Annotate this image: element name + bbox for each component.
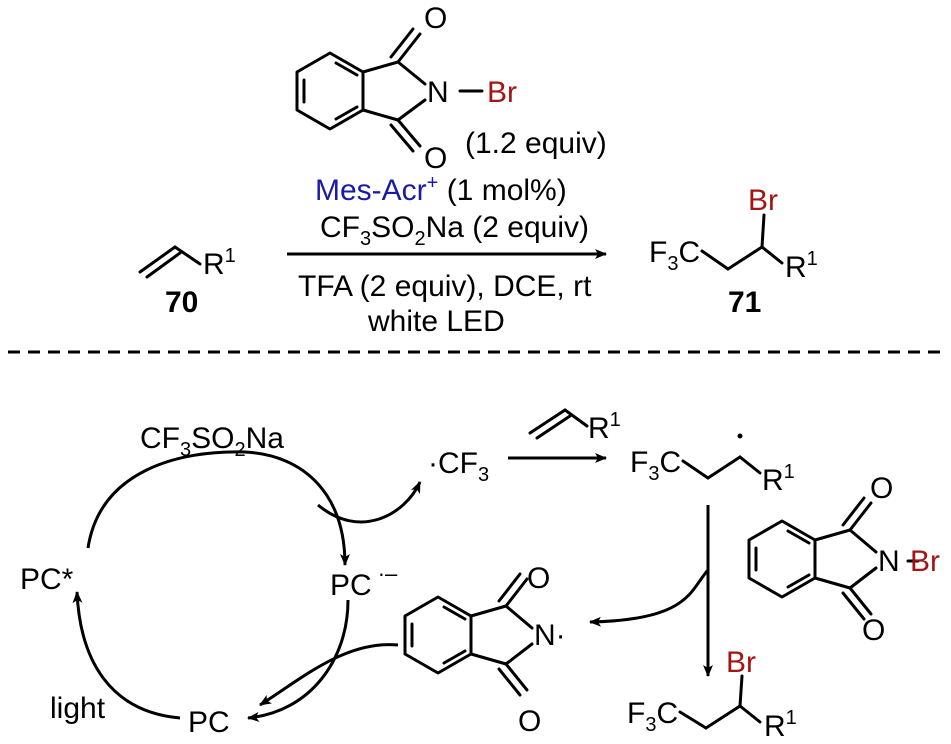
- n-bromophthalimide-reagent: [295, 27, 484, 153]
- mech-product-bromine: Br: [726, 646, 756, 679]
- mech-nbr-oxygen-top: O: [870, 472, 893, 505]
- radical-anion-charge: ·–: [378, 561, 398, 586]
- f-text: F: [649, 236, 667, 269]
- cycle-arc-right: [247, 599, 350, 722]
- mech-imidyl-oxygen-bottom: O: [518, 705, 541, 738]
- f-text: F: [630, 446, 648, 479]
- mech-nbr-nitrogen: N: [878, 545, 900, 578]
- product-number: 71: [728, 286, 761, 319]
- mech-radical-r: R1: [762, 461, 795, 497]
- product-r-group: R1: [785, 248, 818, 284]
- condition-tfa-line: TFA (2 equiv), DCE, rt: [298, 270, 592, 303]
- mech-cf3-radical: ·CF3: [428, 447, 489, 486]
- so-text: SO: [191, 422, 234, 455]
- c-text: C: [656, 697, 678, 730]
- r-text: R: [762, 464, 784, 497]
- product-bromine: Br: [748, 184, 778, 217]
- r-superscript: 1: [610, 409, 621, 431]
- mech-radical-f3c: F3C: [630, 446, 681, 485]
- c-text: C: [678, 236, 700, 269]
- condition-catalyst-line: Mes-Acr+ (1 mol%): [315, 172, 567, 207]
- f3-subscript: 3: [648, 463, 659, 485]
- condition-cf3so2na-line: CF3SO2Na (2 equiv): [320, 211, 589, 250]
- pc-text: PC: [330, 569, 372, 602]
- r-superscript: 1: [786, 707, 797, 729]
- mech-product-f3c: F3C: [627, 697, 678, 736]
- r-text: R: [588, 412, 610, 445]
- mech-pc-anion: PC·–: [330, 561, 398, 602]
- r-superscript: 1: [225, 245, 236, 267]
- subscript-2: 2: [414, 228, 425, 250]
- mech-product-r: R1: [764, 707, 797, 743]
- imidyl-return-arrow: [259, 643, 399, 707]
- mech-pc-excited: PC*: [20, 563, 74, 596]
- reagent-bromine: Br: [487, 76, 517, 109]
- condition-light-line: white LED: [367, 305, 505, 338]
- mech-light-label: light: [50, 692, 106, 725]
- cf3-release-arrow: [317, 481, 422, 524]
- mech-nbr-oxygen-bottom: O: [862, 614, 885, 647]
- mech-nbr-bromine: Br: [910, 545, 940, 578]
- alkene-substrate: [138, 245, 202, 279]
- mech-phthalimidyl-radical: [403, 572, 534, 697]
- r-text: R: [764, 710, 786, 743]
- cf-text: CF: [438, 447, 478, 480]
- na-amount-text: Na (2 equiv): [426, 211, 589, 244]
- reagent-oxygen-top: O: [424, 2, 447, 35]
- reagent-oxygen-bottom: O: [424, 142, 447, 175]
- mech-n-bromophthalimide: [747, 496, 920, 621]
- f3-subscript: 3: [667, 253, 678, 275]
- subscript-3: 3: [478, 464, 489, 486]
- reagent-nitrogen: N: [427, 76, 449, 109]
- c-text: C: [659, 446, 681, 479]
- catalyst-name: Mes-Acr: [315, 174, 427, 207]
- substrate-number: 70: [165, 286, 198, 319]
- catalyst-amount: (1 mol%): [438, 174, 566, 207]
- f3-subscript: 3: [645, 714, 656, 736]
- na-text: Na: [246, 422, 285, 455]
- product-skeleton: [700, 213, 784, 271]
- catalyst-charge: +: [427, 172, 439, 194]
- cf-text: CF: [320, 211, 360, 244]
- r-text: R: [203, 248, 225, 281]
- mech-radical-skeleton: [681, 433, 762, 480]
- cf-text: CF: [140, 422, 180, 455]
- mech-product-skeleton: [678, 674, 762, 730]
- mech-alkene-r: R1: [588, 409, 621, 445]
- substrate-r-group: R1: [203, 245, 236, 281]
- cycle-arc-top: [86, 450, 350, 566]
- mech-imidyl-nitrogen: N·: [534, 619, 566, 652]
- so-text: SO: [371, 211, 414, 244]
- f-text: F: [627, 697, 645, 730]
- mech-imidyl-oxygen-top: O: [527, 562, 550, 595]
- product-f3c: F3C: [649, 236, 700, 275]
- mech-alkene: [528, 408, 589, 440]
- r-superscript: 1: [807, 248, 818, 270]
- cycle-arc-left: [72, 591, 181, 720]
- mech-cf3so2na: CF3SO2Na: [140, 422, 284, 461]
- r-superscript: 1: [784, 461, 795, 483]
- imidyl-release-arrow: [589, 568, 710, 627]
- r-text: R: [785, 251, 807, 284]
- subscript-3: 3: [180, 439, 191, 461]
- mech-pc-ground: PC: [188, 706, 230, 739]
- subscript-2: 2: [234, 439, 245, 461]
- radical-dot: ·: [428, 447, 438, 480]
- subscript-3: 3: [360, 228, 371, 250]
- reagent-equiv: (1.2 equiv): [465, 127, 607, 160]
